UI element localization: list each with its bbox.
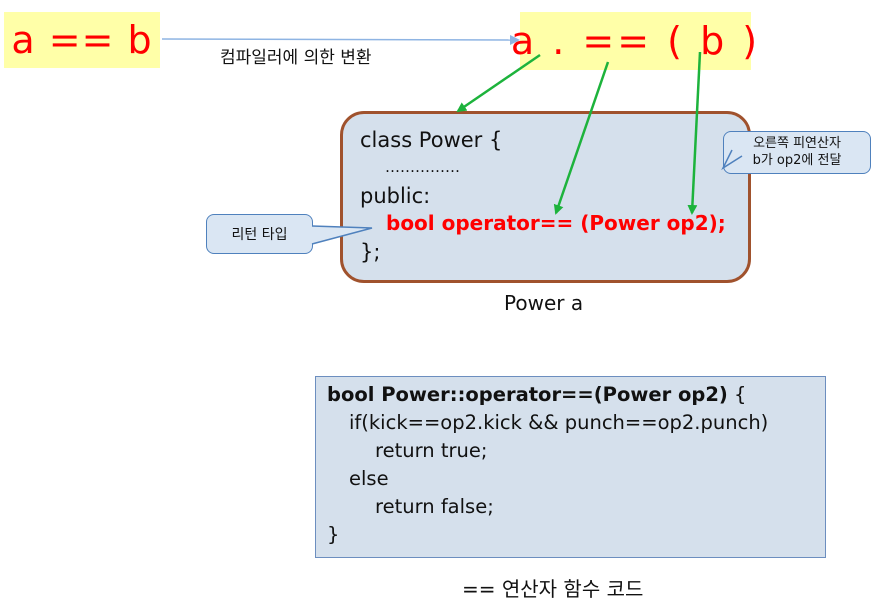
function-code-line-3: return true;	[375, 439, 488, 462]
return-type-callout-pointer	[311, 225, 373, 245]
function-code-box	[315, 376, 826, 558]
function-signature: bool Power::operator==(Power op2)	[327, 383, 728, 406]
function-code-line-6: }	[327, 523, 340, 546]
return-type-callout: 리턴 타입	[206, 214, 313, 254]
conversion-label: 컴파일러에 의한 변환	[220, 48, 372, 68]
function-code-line-1: bool Power::operator==(Power op2) {	[327, 383, 746, 406]
arrow-b-to-op2	[687, 51, 702, 215]
class-code-line-2: ……………	[385, 158, 460, 176]
arrow-operator-to-declaration	[553, 61, 610, 215]
class-code-line-3: public:	[360, 184, 431, 208]
operand-callout-pointer	[721, 149, 743, 171]
class-code-line-5: };	[360, 240, 381, 264]
arrow-a-to-object	[456, 53, 541, 113]
class-declaration-box	[340, 111, 751, 283]
function-code-line-4: else	[349, 467, 389, 490]
operand-callout-line-1: 오른쪽 피연산자	[753, 136, 841, 151]
operand-callout: 오른쪽 피연산자 b가 op2에 전달	[723, 131, 871, 174]
function-code-line-5: return false;	[375, 495, 494, 518]
source-expression: a == b	[4, 12, 160, 68]
function-code-line-2: if(kick==op2.kick && punch==op2.punch)	[349, 411, 769, 434]
function-open-brace: {	[727, 383, 747, 406]
function-caption: == 연산자 함수 코드	[462, 577, 644, 601]
conversion-arrow	[161, 34, 520, 45]
operand-callout-line-2: b가 op2에 전달	[752, 153, 842, 168]
class-code-line-1: class Power {	[360, 128, 503, 152]
instance-label: Power a	[504, 291, 584, 315]
converted-expression: a . == ( b )	[511, 12, 757, 70]
operator-declaration: bool operator== (Power op2);	[386, 211, 726, 235]
